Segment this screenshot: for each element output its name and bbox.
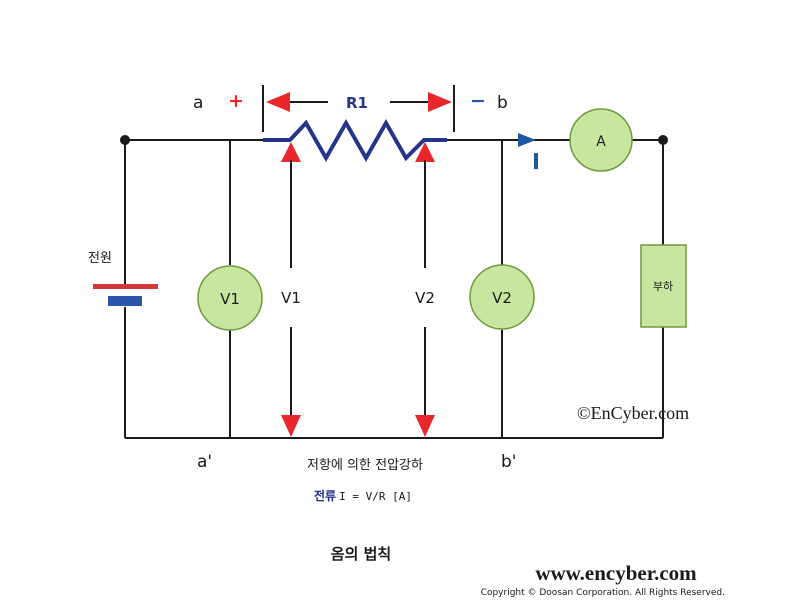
current-direction-arrow — [518, 133, 536, 147]
source-label: 전원 — [88, 251, 112, 266]
formula-bold: 전류 — [314, 488, 336, 503]
website-text: www.encyber.com — [535, 561, 697, 585]
minus-sign: − — [470, 90, 486, 112]
voltmeter-v1-label: V1 — [220, 290, 240, 308]
drop-v2-arrow-down-head — [415, 415, 435, 437]
drop-v1-arrow-up-head — [281, 142, 301, 162]
watermark: ©EnCyber.com — [577, 403, 689, 423]
drop-v2-label: V2 — [415, 289, 435, 307]
circuit-wires — [124, 139, 664, 439]
ammeter-label: A — [596, 134, 606, 150]
formula-rest: I = V/R [A] — [339, 490, 412, 503]
copyright-text: Copyright © Doosan Corporation. All Righ… — [481, 588, 725, 598]
battery-positive-plate — [93, 284, 158, 289]
battery-negative-plate — [108, 296, 142, 306]
node-b-label: b — [497, 93, 508, 113]
drop-v1-label: V1 — [281, 289, 301, 307]
voltmeter-v1-circle — [197, 265, 263, 331]
ammeter-circle — [569, 108, 633, 172]
page-title: 옴의 법칙 — [331, 545, 391, 563]
junction-dot-left — [120, 135, 130, 145]
formula-line: 전류 I = V/R [A] — [314, 488, 412, 503]
voltmeter-v2-circle — [469, 264, 535, 330]
voltage-drop-caption: 저항에 의한 전압강하 — [307, 458, 423, 473]
node-a-prime-label: a' — [197, 452, 212, 472]
drop-v2-arrow-up-head — [415, 142, 435, 162]
junction-dot-right — [658, 135, 668, 145]
load-label: 부하 — [653, 279, 673, 293]
r1-arrow-right-head — [428, 92, 452, 112]
resistor-r1-zigzag — [263, 118, 447, 163]
node-b-prime-label: b' — [501, 452, 516, 472]
node-a-label: a — [193, 93, 203, 113]
drop-v1-arrow-down-head — [281, 415, 301, 437]
load-box — [640, 244, 687, 328]
voltmeter-v2-label: V2 — [492, 289, 512, 307]
r1-label: R1 — [346, 94, 368, 112]
plus-sign: + — [228, 90, 244, 112]
r1-arrow-left-head — [266, 92, 290, 112]
